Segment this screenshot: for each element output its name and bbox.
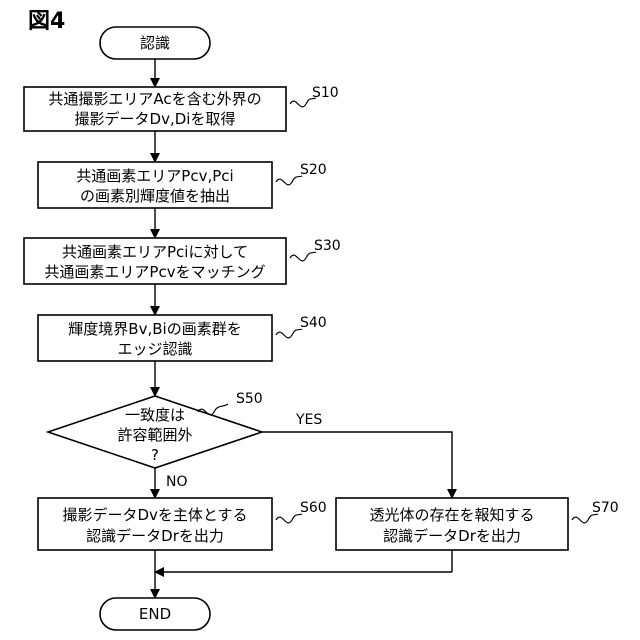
- figure-title: 図4: [28, 9, 65, 34]
- decision-line3: ?: [151, 446, 159, 464]
- step-s10-line1: 共通撮影エリアAcを含む外界の: [48, 90, 261, 108]
- s40-leader: [276, 329, 302, 338]
- no-label: NO: [166, 474, 188, 490]
- step-s20-line2: の画素別輝度値を抽出: [80, 187, 230, 205]
- s20-leader: [276, 176, 302, 185]
- step-s70-line2: 認識データDrを出力: [383, 527, 521, 545]
- decision-id: S50: [236, 391, 263, 407]
- step-s70-id: S70: [592, 500, 619, 516]
- step-s60-line1: 撮影データDvを主体とする: [63, 506, 248, 524]
- step-s10-id: S10: [312, 85, 339, 101]
- step-s40-line2: エッジ認識: [117, 340, 192, 358]
- yes-label: YES: [295, 412, 322, 428]
- decision-line1: 一致度は: [125, 406, 185, 424]
- s30-leader: [290, 252, 316, 261]
- step-s10-line2: 撮影データDv,Diを取得: [75, 110, 236, 128]
- step-s60-id: S60: [300, 500, 327, 516]
- end-label: END: [139, 605, 171, 623]
- step-s20-id: S20: [300, 162, 327, 178]
- step-s40-line1: 輝度境界Bv,Biの画素群を: [68, 320, 241, 338]
- start-label: 認識: [140, 34, 170, 52]
- step-s30-line1: 共通画素エリアPciに対して: [62, 243, 248, 261]
- decision-line2: 許容範囲外: [117, 426, 192, 444]
- arrow-yes-to-s70: [262, 432, 452, 494]
- s60-leader: [276, 514, 302, 523]
- step-s30-line2: 共通画素エリアPcvをマッチング: [44, 263, 265, 281]
- step-s60-line2: 認識データDrを出力: [86, 527, 224, 545]
- step-s40-id: S40: [300, 315, 327, 331]
- step-s30-id: S30: [314, 238, 341, 254]
- step-s70-line1: 透光体の存在を報知する: [369, 506, 534, 524]
- step-s20-line1: 共通画素エリアPcv,Pci: [76, 167, 233, 185]
